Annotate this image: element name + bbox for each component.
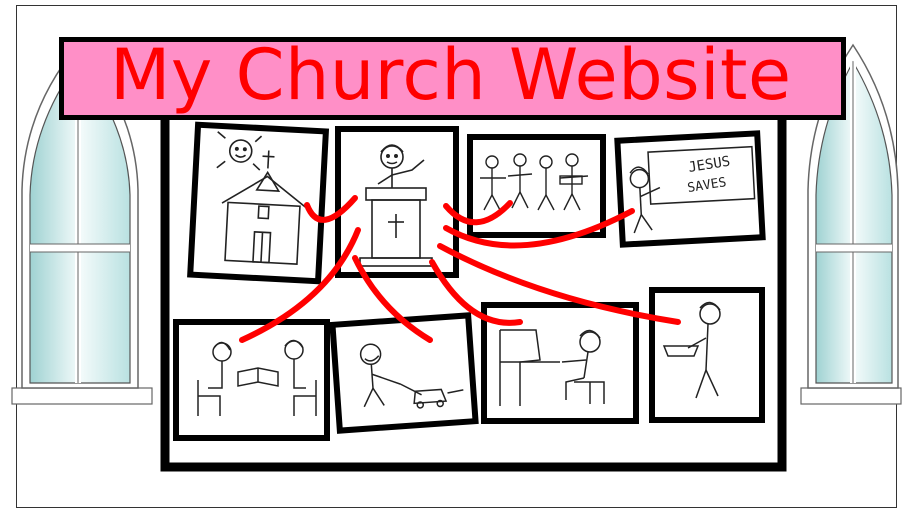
panel-jesus-saves[interactable]: JESUS SAVES xyxy=(617,133,762,244)
title-banner: My Church Website xyxy=(59,37,846,120)
panel-lawn-mowing[interactable] xyxy=(332,315,475,430)
page-title: My Church Website xyxy=(110,34,792,116)
panel-bible-study[interactable] xyxy=(176,322,327,438)
panel-offering[interactable] xyxy=(652,290,762,420)
panel-pastor-pulpit[interactable] xyxy=(338,129,456,275)
